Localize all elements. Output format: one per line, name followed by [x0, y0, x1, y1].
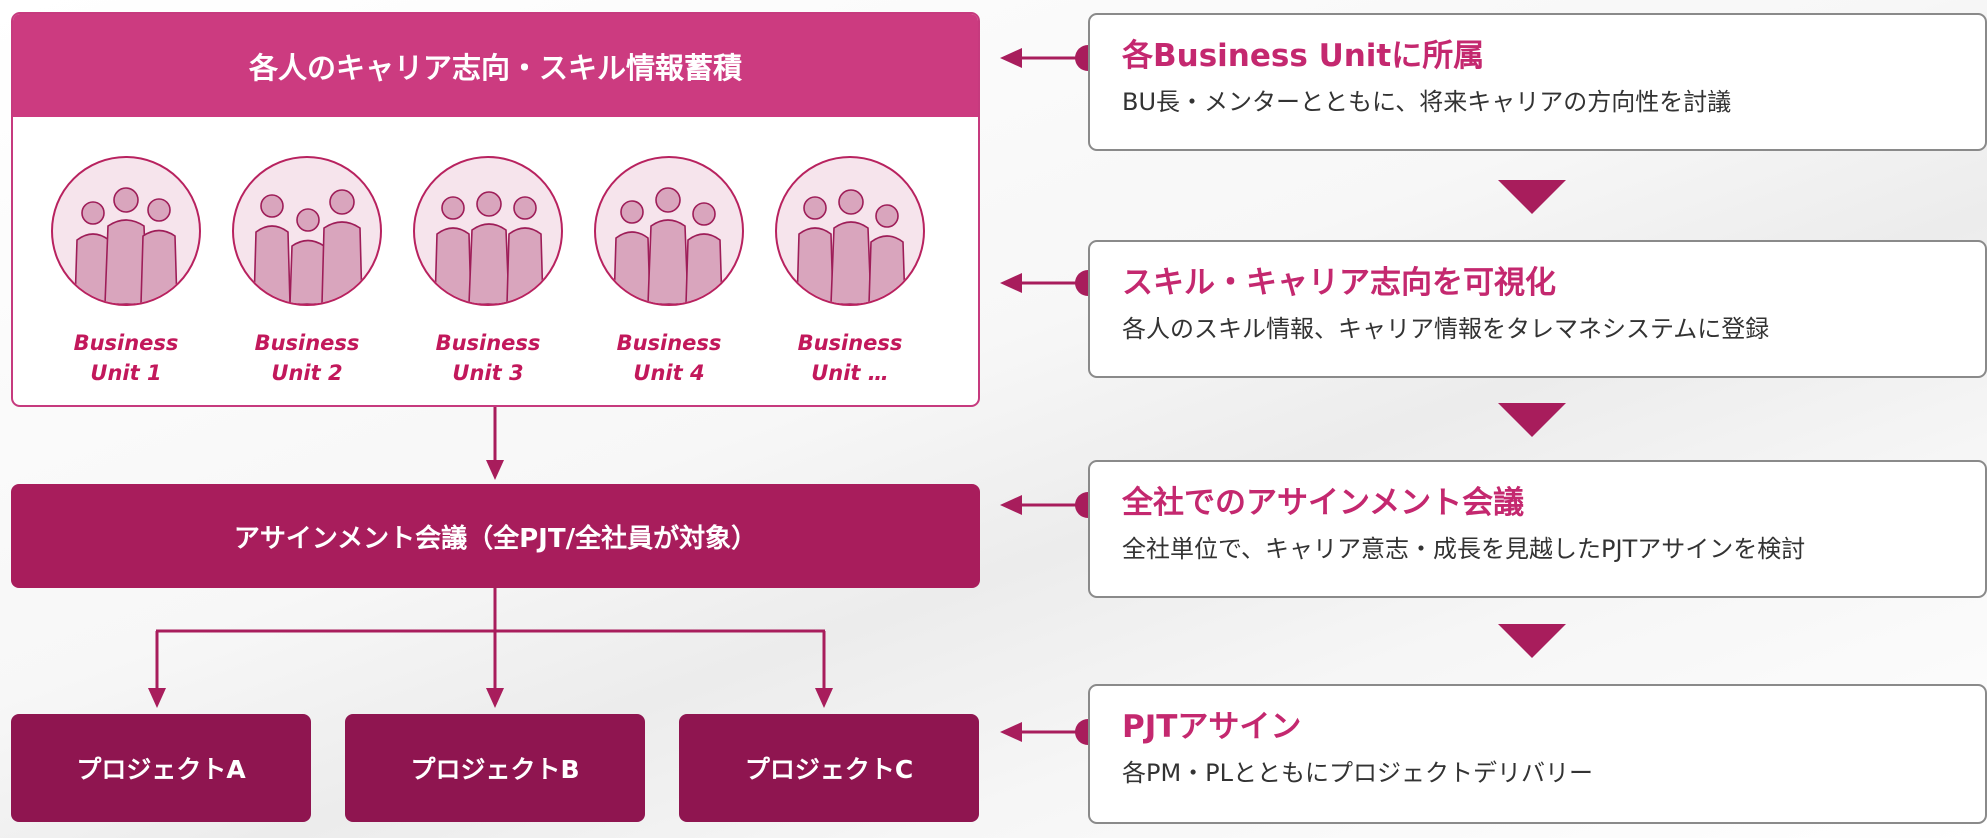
people-illustration-icon — [775, 156, 925, 306]
down-arrow-icon — [1498, 624, 1566, 658]
business-unit-label: Business Unit … — [797, 331, 903, 385]
step-description: 各PM・PLとともにプロジェクトデリバリー — [1122, 759, 1594, 787]
pointer-arrow-4 — [1000, 719, 1101, 745]
branch-c-arrowhead — [815, 688, 833, 708]
step-title: スキル・キャリア志向を可視化 — [1122, 265, 1556, 301]
business-unit-1: Business Unit 1 — [51, 156, 201, 388]
step-description: BU長・メンターとともに、将来キャリアの方向性を討議 — [1122, 88, 1732, 116]
assignment-meeting-box: アサインメント会議（全PJT/全社員が対象） — [11, 484, 980, 588]
business-unit-label: Business Unit 4 — [616, 331, 722, 385]
branch-b-arrowhead — [486, 688, 504, 708]
people-illustration-icon — [594, 156, 744, 306]
panel-to-meeting-arrowhead — [486, 460, 504, 480]
panel-header: 各人のキャリア志向・スキル情報蓄積 — [13, 14, 978, 117]
project-b-box: プロジェクトB — [345, 714, 645, 822]
down-arrow-icon — [1498, 403, 1566, 437]
business-unit-label: Business Unit 2 — [254, 331, 360, 385]
people-illustration-icon — [232, 156, 382, 306]
business-unit-3: Business Unit 3 — [413, 156, 563, 388]
step-4-box: PJTアサイン 各PM・PLとともにプロジェクトデリバリー — [1088, 684, 1987, 824]
people-illustration-icon — [51, 156, 201, 306]
pointer-arrow-1 — [1000, 45, 1101, 71]
step-2-box: スキル・キャリア志向を可視化 各人のスキル情報、キャリア情報をタレマネシステムに… — [1088, 240, 1987, 378]
pointer-arrow-3 — [1000, 492, 1101, 518]
people-illustration-icon — [413, 156, 563, 306]
business-unit-label: Business Unit 1 — [73, 331, 179, 385]
step-title: PJTアサイン — [1122, 709, 1302, 745]
step-3-box: 全社でのアサインメント会議 全社単位で、キャリア意志・成長を見越したPJTアサイ… — [1088, 460, 1987, 598]
business-unit-panel: 各人のキャリア志向・スキル情報蓄積 Business Unit 1 — [11, 12, 980, 407]
business-unit-2: Business Unit 2 — [232, 156, 382, 388]
step-1-box: 各Business Unitに所属 BU長・メンターとともに、将来キャリアの方向… — [1088, 13, 1987, 151]
pointer-arrow-2 — [1000, 270, 1101, 296]
project-c-box: プロジェクトC — [679, 714, 979, 822]
project-a-box: プロジェクトA — [11, 714, 311, 822]
down-arrow-icon — [1498, 180, 1566, 214]
step-description: 全社単位で、キャリア意志・成長を見越したPJTアサインを検討 — [1122, 535, 1806, 563]
step-description: 各人のスキル情報、キャリア情報をタレマネシステムに登録 — [1122, 315, 1770, 343]
business-unit-5: Business Unit … — [775, 156, 925, 388]
business-unit-4: Business Unit 4 — [594, 156, 744, 388]
business-unit-label: Business Unit 3 — [435, 331, 541, 385]
step-title: 各Business Unitに所属 — [1122, 38, 1485, 74]
branch-a-arrowhead — [148, 688, 166, 708]
step-title: 全社でのアサインメント会議 — [1122, 485, 1525, 521]
